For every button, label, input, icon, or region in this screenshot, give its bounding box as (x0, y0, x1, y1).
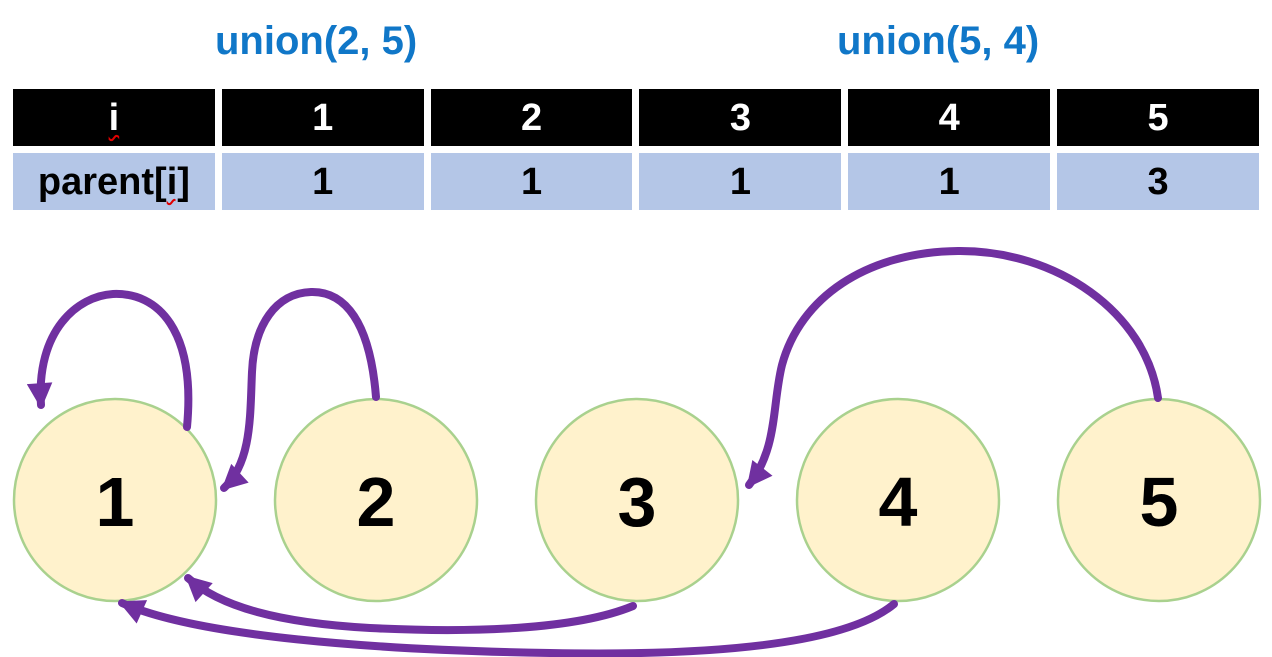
edge-3-to-1 (184, 574, 637, 635)
header-i-text: i (108, 96, 120, 139)
table-row-label: parent[i] (13, 153, 215, 210)
table-header-2: 2 (430, 89, 633, 146)
node-2-label: 2 (357, 463, 396, 541)
parent-cell-5: 3 (1057, 153, 1259, 210)
edge-1-to-1 (26, 289, 193, 431)
parent-cell-1: 1 (221, 153, 424, 210)
node-3-circle (534, 397, 740, 603)
node-4-circle (795, 397, 1001, 603)
node-3-label: 3 (618, 463, 657, 541)
union-call-label-2: union(5, 4) (837, 19, 1040, 63)
node-1-label: 1 (96, 463, 135, 541)
parent-cell-2: 1 (430, 153, 633, 210)
node-5-label: 5 (1140, 463, 1179, 541)
parent-table: i 1 2 3 4 5 parent[i] 1 1 1 1 3 (13, 89, 1259, 210)
table-header-1: 1 (221, 89, 424, 146)
edge-5-to-3 (745, 246, 1162, 489)
edge-4-to-1 (118, 599, 898, 657)
parent-cell-3: 1 (639, 153, 842, 210)
union-call-label-1: union(2, 5) (215, 19, 418, 63)
table-header-3: 3 (639, 89, 842, 146)
parent-label-prefix: parent[ (37, 160, 167, 203)
edge-2-to-1 (220, 287, 380, 492)
table-header-4: 4 (848, 89, 1051, 146)
table-header-5: 5 (1057, 89, 1259, 146)
table-header-i: i (13, 89, 215, 146)
node-4-label: 4 (879, 463, 918, 541)
parent-cell-4: 1 (848, 153, 1051, 210)
node-1-circle (12, 397, 218, 603)
parent-label-flagged: i] (166, 160, 190, 203)
